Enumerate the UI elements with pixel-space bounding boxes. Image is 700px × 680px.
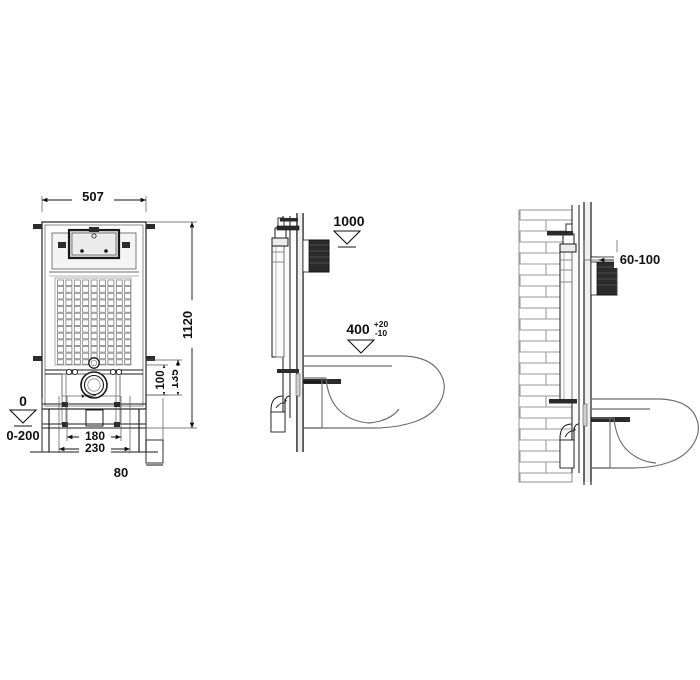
flush-bend (559, 423, 580, 469)
top-wall-anchor (547, 231, 573, 236)
wc-bowl-outline (304, 355, 445, 429)
floor-level-mark: 0 0-200 (6, 393, 43, 452)
dimension-180-label: 180 (85, 429, 105, 443)
floor-level-below-label: 0-200 (6, 428, 39, 443)
dimension-100-label: 100 (155, 370, 167, 389)
level-triangle-icon (332, 230, 362, 245)
dimension-1120: 1120 (146, 221, 200, 429)
flush-bend (270, 395, 291, 433)
flush-plate-level-mark: 1000 (332, 213, 365, 248)
level-1000-label: 1000 (333, 213, 364, 229)
dimension-507-label: 507 (82, 189, 104, 204)
dimension-60-100: 60-100 (583, 240, 666, 295)
level-400-tolerance-upper: +20 (374, 319, 389, 329)
dimension-80-label: 80 (114, 465, 128, 480)
lower-wall-anchor (277, 369, 299, 373)
level-triangle-icon (346, 339, 376, 354)
level-400-label: 400 (346, 321, 370, 337)
dimension-180: 180 (66, 396, 122, 443)
cistern-side-body (559, 251, 573, 403)
insulation-panel-grid (54, 277, 132, 369)
dimension-230-label: 230 (85, 441, 105, 455)
level-triangle-icon (8, 409, 38, 424)
dimension-100: 100 (146, 364, 172, 396)
dimension-230: 230 (58, 396, 131, 455)
dimension-80: 80 (114, 398, 164, 480)
front-elevation-view: 507 1120 135 100 180 (6, 189, 200, 480)
side-section-view: 1000 400 +20 -10 (270, 213, 445, 452)
flush-valve-opening (51, 227, 137, 270)
wall-section-view: 60-100 (518, 202, 699, 485)
dimension-507: 507 (41, 189, 147, 212)
level-400-tolerance-lower: -10 (375, 328, 388, 338)
flush-plate (590, 256, 618, 296)
bowl-height-level-mark: 400 +20 -10 (346, 319, 389, 354)
soil-pipe-connector (45, 368, 143, 427)
wall-fixing-lugs (33, 224, 155, 427)
floor-level-above-label: 0 (19, 393, 27, 409)
dimension-60-100-label: 60-100 (620, 252, 660, 267)
flush-plate (302, 239, 330, 273)
dimension-1120-label: 1120 (180, 311, 195, 339)
top-wall-anchor (276, 225, 300, 231)
lower-wall-anchor (549, 399, 577, 404)
wc-bowl-outline (592, 398, 699, 469)
cistern-side-body (271, 244, 285, 358)
